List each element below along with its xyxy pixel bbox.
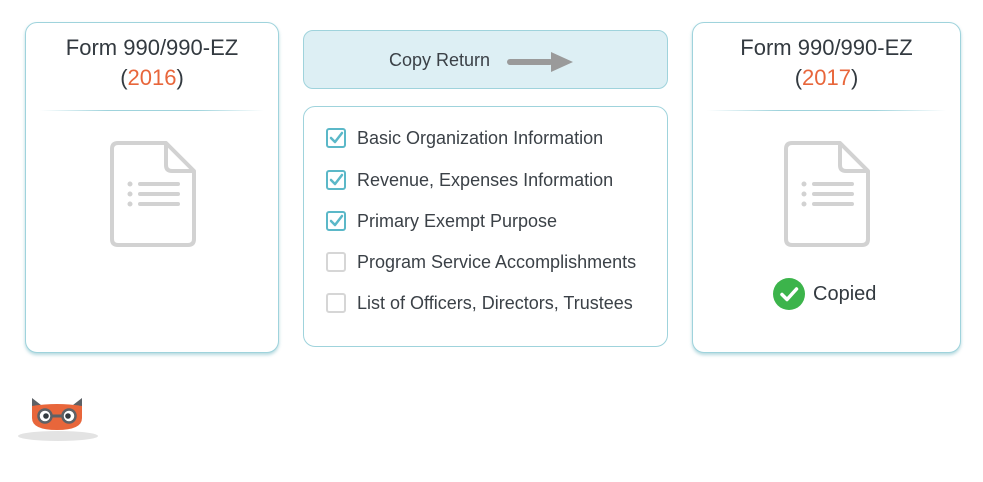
copied-status: Copied xyxy=(773,278,876,310)
option-program-service-accomplishments[interactable]: Program Service Accomplishments xyxy=(326,251,636,273)
owl-glasses-logo xyxy=(18,398,98,441)
option-label: Primary Exempt Purpose xyxy=(357,210,558,231)
target-form-close-paren: ) xyxy=(850,65,859,90)
checkbox-checked-icon[interactable] xyxy=(326,170,346,190)
target-form-year: 2017 xyxy=(802,65,851,90)
option-revenue-expenses-information[interactable]: Revenue, Expenses Information xyxy=(326,169,613,191)
checkbox-checked-icon[interactable] xyxy=(326,211,346,231)
option-label: List of Officers, Directors, Trustees xyxy=(357,292,633,313)
arrow-right-icon xyxy=(507,52,573,72)
option-primary-exempt-purpose[interactable]: Primary Exempt Purpose xyxy=(326,210,557,232)
checkbox-checked-icon[interactable] xyxy=(326,128,346,148)
source-form-title: Form 990/990-EZ (2016) xyxy=(26,33,278,93)
target-form-name: Form 990/990-EZ xyxy=(740,35,913,60)
option-basic-organization-information[interactable]: Basic Organization Information xyxy=(326,127,603,149)
source-form-year: 2016 xyxy=(127,65,177,90)
option-list-of-officers[interactable]: List of Officers, Directors, Trustees xyxy=(326,292,633,314)
source-form-card: Form 990/990-EZ (2016) xyxy=(25,22,279,353)
target-form-open-paren: ( xyxy=(794,65,803,90)
source-form-name: Form 990/990-EZ xyxy=(65,35,239,60)
option-label: Basic Organization Information xyxy=(357,127,604,148)
document-icon xyxy=(784,141,870,247)
check-circle-icon xyxy=(773,278,805,310)
target-form-title: Form 990/990-EZ (2017) xyxy=(693,33,960,93)
source-form-open-paren: ( xyxy=(120,65,128,90)
copy-options-panel: Basic Organization Information Revenue, … xyxy=(303,106,668,347)
source-form-close-paren: ) xyxy=(176,65,184,90)
checkbox-unchecked-icon[interactable] xyxy=(326,252,346,272)
option-label: Program Service Accomplishments xyxy=(357,251,637,272)
document-icon xyxy=(110,141,196,247)
checkbox-unchecked-icon[interactable] xyxy=(326,293,346,313)
title-divider xyxy=(40,110,264,111)
copied-label: Copied xyxy=(813,282,877,305)
title-divider xyxy=(707,110,946,111)
copy-return-button[interactable]: Copy Return xyxy=(303,30,668,89)
target-form-card: Form 990/990-EZ (2017) Copied xyxy=(692,22,961,353)
option-label: Revenue, Expenses Information xyxy=(357,169,614,190)
copy-return-label: Copy Return xyxy=(389,50,491,70)
